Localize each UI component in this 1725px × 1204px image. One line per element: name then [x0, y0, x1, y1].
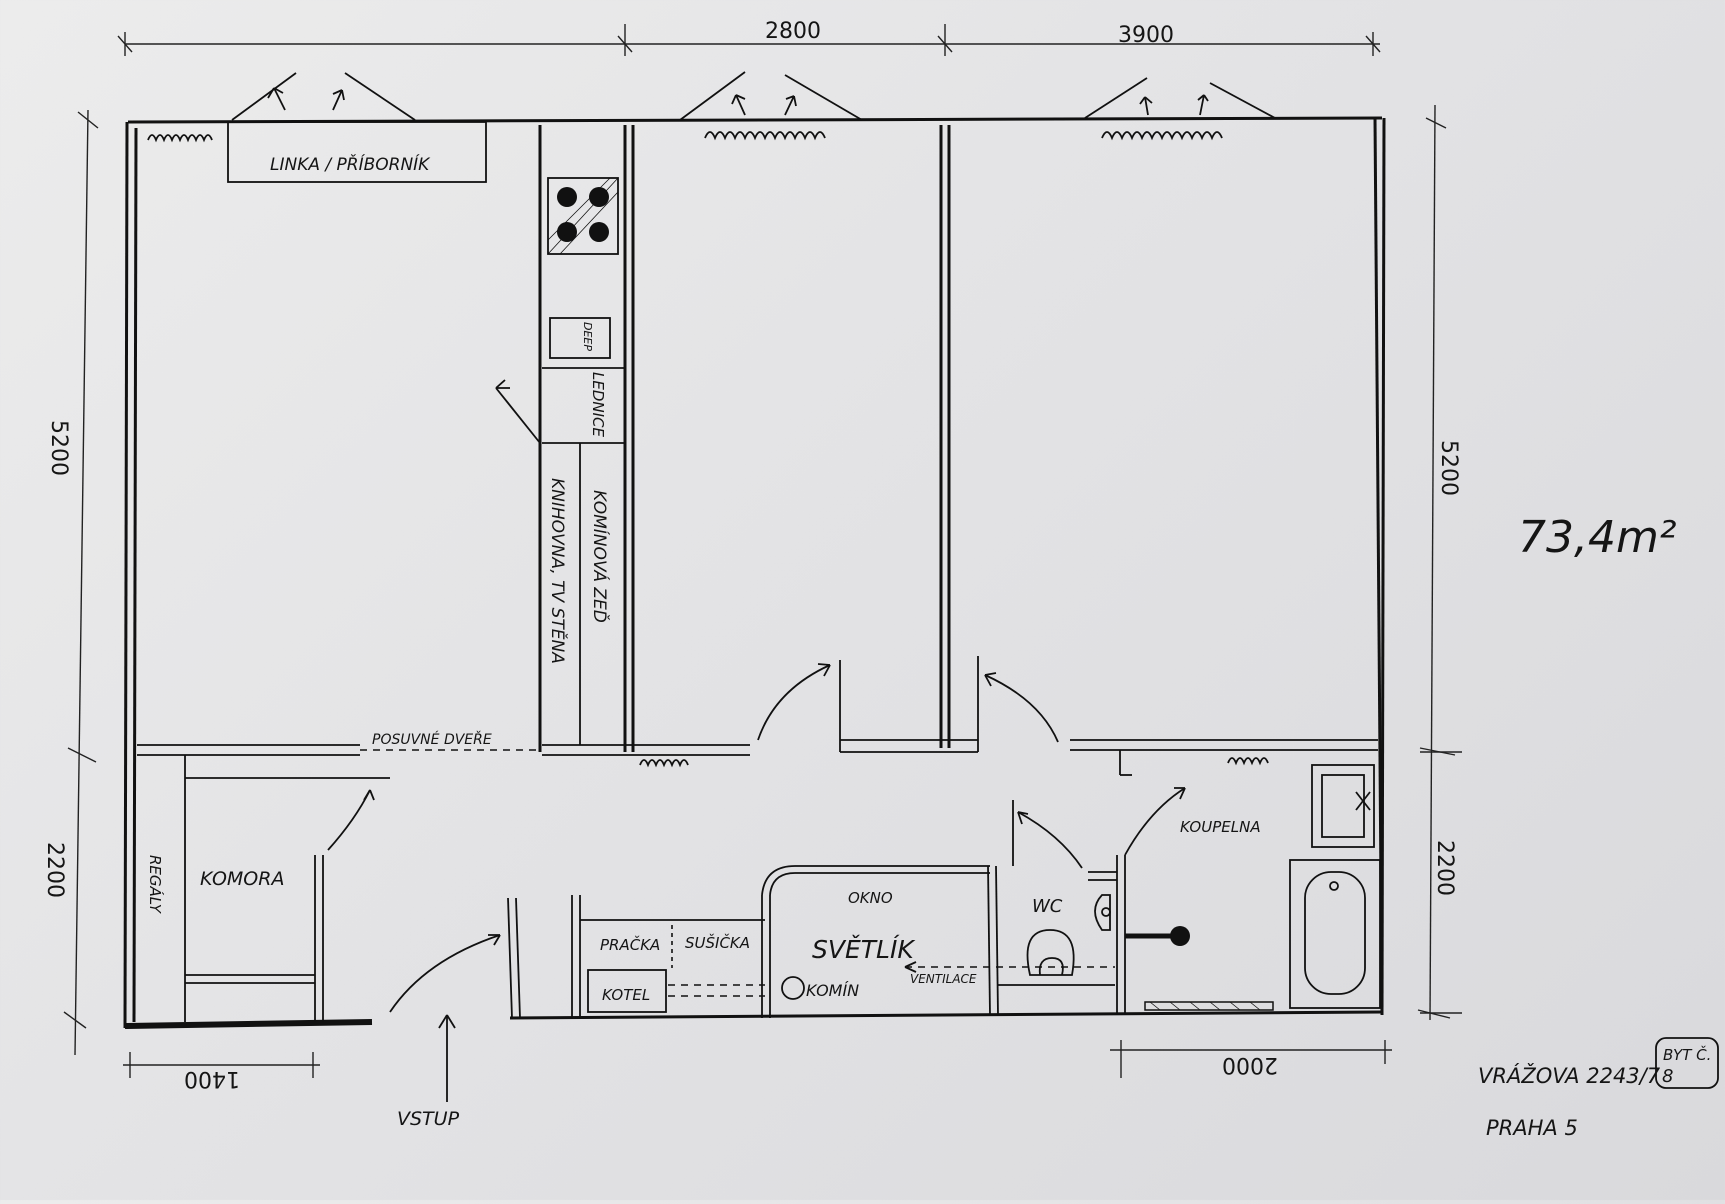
label-kotel: KOTEL: [602, 986, 650, 1004]
label-posuvne: POSUVNÉ DVEŘE: [372, 731, 492, 748]
dim-right-upper: 5200: [1436, 440, 1461, 496]
interior-walls: [137, 125, 1378, 1022]
label-linka: LINKA / PŘÍBORNÍK: [270, 153, 431, 175]
label-svetlik: SVĚTLÍK: [812, 935, 916, 964]
label-koupelna: KOUPELNA: [1180, 818, 1261, 836]
label-lednice: LEDNICE: [589, 372, 607, 438]
label-ventilace: VENTILACE: [910, 972, 977, 986]
radiators: [147, 131, 1269, 768]
address-flat-number: 8: [1662, 1066, 1673, 1087]
windows: [231, 71, 1276, 121]
dim-top-left: 2800: [765, 19, 821, 44]
area-label: 73,4m²: [1518, 512, 1676, 563]
address-street: VRÁŽOVA 2243/7: [1478, 1063, 1661, 1088]
label-komora: KOMORA: [200, 868, 284, 890]
address-flat-label: BYT Č.: [1663, 1045, 1711, 1064]
dim-top-right: 3900: [1118, 23, 1174, 48]
wc-fixtures: [1026, 894, 1190, 976]
address-block: VRÁŽOVA 2243/7 BYT Č. 8 PRAHA 5: [1478, 1037, 1719, 1140]
label-knihovna: KNIHOVNA, TV STĚNA: [547, 478, 569, 664]
door-swings: [327, 663, 1186, 1102]
kitchen-counter: [227, 121, 625, 751]
label-susicka: SUŠIČKA: [685, 933, 750, 952]
utility-fixtures: [587, 925, 1115, 1013]
dim-right-lower: 2200: [1432, 840, 1457, 896]
label-komin: KOMÍN: [806, 981, 859, 1000]
label-vstup: VSTUP: [397, 1108, 460, 1130]
address-city: PRAHA 5: [1486, 1116, 1578, 1140]
dim-left-lower: 2200: [42, 842, 67, 898]
label-wc: WC: [1032, 896, 1063, 917]
bathroom-fixtures: [1144, 764, 1381, 1011]
label-deep: DEEP: [581, 322, 594, 351]
label-okno: OKNO: [848, 889, 893, 907]
dim-left-upper: 5200: [46, 420, 71, 476]
label-pracka: PRAČKA: [600, 935, 660, 954]
label-kominova: KOMÍNOVÁ ZEĎ: [589, 490, 611, 623]
label-regaly: REGÁLY: [146, 855, 165, 915]
dim-bottom-right: 2000: [1222, 1052, 1278, 1077]
dimension-lines: [63, 24, 1462, 1078]
dim-bottom-left: 1400: [184, 1066, 240, 1091]
outer-walls: [123, 116, 1386, 1029]
